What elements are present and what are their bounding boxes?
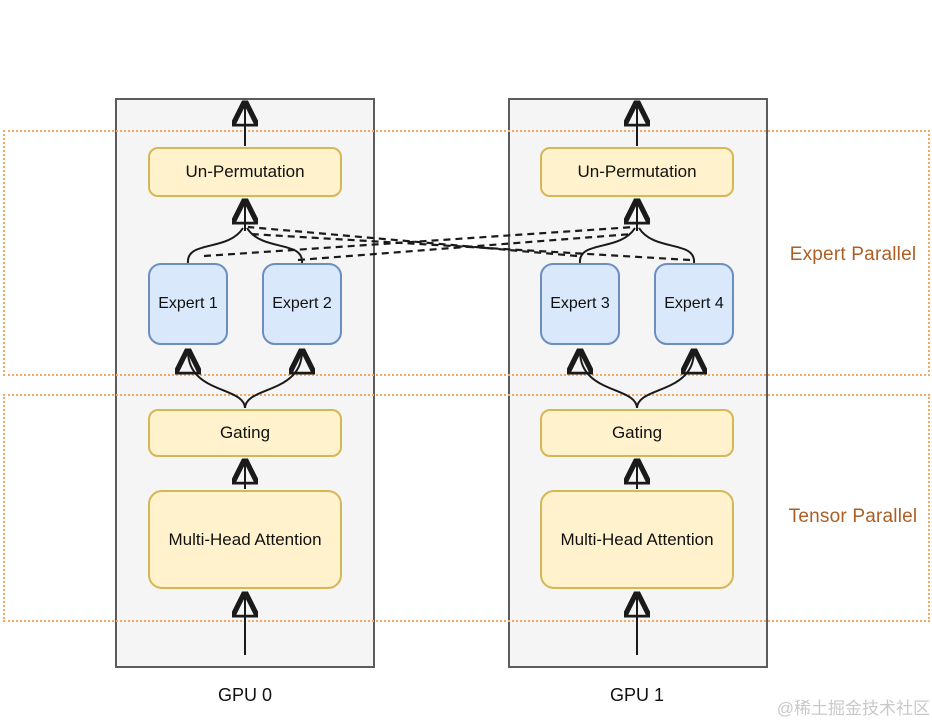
gpu1-label: GPU 1 — [609, 685, 665, 705]
node-un-permutation-gpu1: Un-Permutation — [540, 147, 734, 197]
node-multi-head-attention-gpu0: Multi-Head Attention — [148, 490, 342, 589]
expert-parallel-label: Expert Parallel — [789, 244, 917, 265]
node-gating-gpu1: Gating — [540, 409, 734, 457]
gpu0-label: GPU 0 — [217, 685, 273, 705]
node-multi-head-attention-gpu1: Multi-Head Attention — [540, 490, 734, 589]
node-expert-2: Expert 2 — [262, 263, 342, 345]
node-gating-gpu0: Gating — [148, 409, 342, 457]
tensor-parallel-label: Tensor Parallel — [788, 506, 918, 527]
watermark-text: @稀土掘金技术社区 — [776, 699, 930, 718]
node-expert-4: Expert 4 — [654, 263, 734, 345]
expert-parallel-region — [3, 130, 930, 376]
node-expert-3: Expert 3 — [540, 263, 620, 345]
tensor-parallel-region — [3, 394, 930, 622]
node-expert-1: Expert 1 — [148, 263, 228, 345]
node-un-permutation-gpu0: Un-Permutation — [148, 147, 342, 197]
